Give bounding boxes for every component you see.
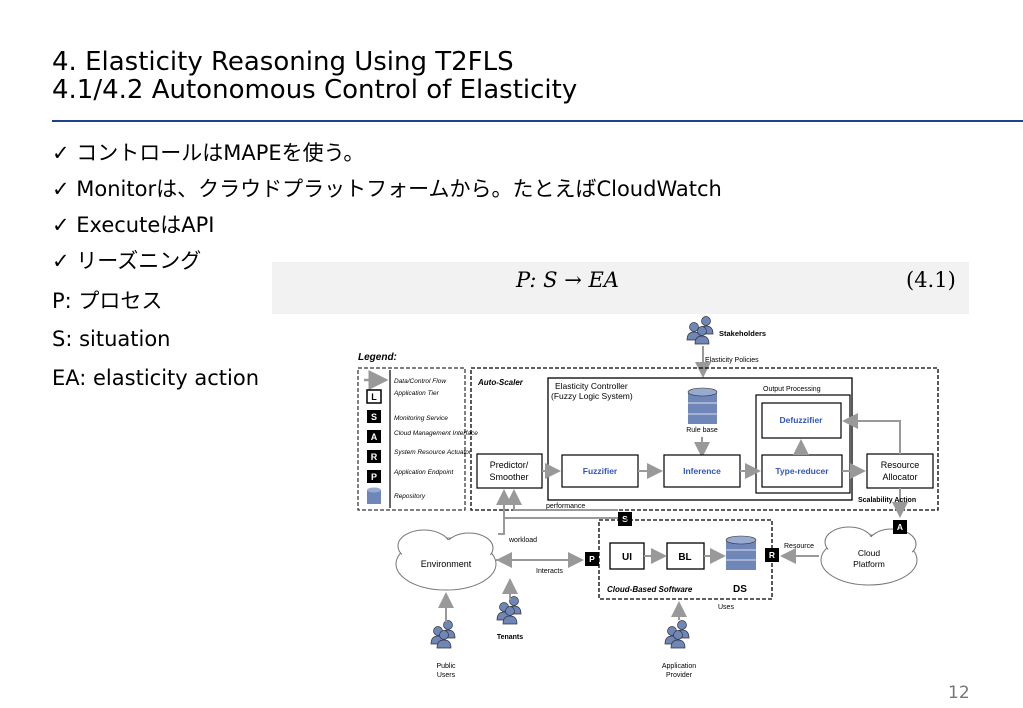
cloud-based-software-label: Cloud-Based Software xyxy=(607,585,693,594)
formula-number: (4.1) xyxy=(906,268,956,292)
public-label: Public xyxy=(436,663,456,670)
uses-label: Uses xyxy=(718,604,734,611)
auto-scaler-label: Auto-Scaler xyxy=(477,378,524,387)
resource-label: Resource xyxy=(881,460,920,470)
slide-title-line1: 4. Elasticity Reasoning Using T2FLS xyxy=(52,47,514,77)
cloud-management-interface-badge xyxy=(765,548,779,562)
tenants-icon xyxy=(496,596,522,625)
legend-item: System Resource Actuator xyxy=(394,449,472,456)
ds-repository-icon xyxy=(725,535,757,570)
platform-label: Platform xyxy=(853,559,885,569)
fuzzy-logic-label: (Fuzzy Logic System) xyxy=(551,391,633,401)
legend-item: Cloud Management Interface xyxy=(394,430,478,437)
monitoring-service-badge xyxy=(618,512,632,526)
legend-symbol-s: S xyxy=(371,412,377,422)
application-provider-icon xyxy=(664,620,690,649)
cloud-label: Cloud xyxy=(858,548,880,558)
badge-s-label: S xyxy=(622,514,628,524)
application-label: Application xyxy=(662,663,696,670)
legend-symbol-a: A xyxy=(371,432,378,442)
workload-label: workload xyxy=(508,537,537,544)
page-number: 12 xyxy=(948,683,970,703)
cloud-platform-cloud xyxy=(820,526,918,586)
ui-label: UI xyxy=(622,552,632,563)
smoother-label: Smoother xyxy=(489,472,528,482)
performance-label: performance xyxy=(546,503,585,510)
legend-symbol-l: L xyxy=(371,392,377,402)
legend-item: Data/Control Flow xyxy=(394,378,447,385)
application-endpoint-badge xyxy=(585,552,599,566)
inference-box xyxy=(663,454,741,488)
legend-box xyxy=(357,367,466,511)
auto-scaler-box xyxy=(470,367,939,511)
elasticity-policies-label: Elasticity Policies xyxy=(705,357,759,364)
bl-tier-box xyxy=(666,542,705,570)
provider-label: Provider xyxy=(666,672,693,679)
legend: Legend: L S A R P Data/Control Flow Appl… xyxy=(357,352,478,511)
legend-symbol-r: R xyxy=(371,452,378,462)
resource-flow-label: Resource xyxy=(784,543,814,550)
allocator-label: Allocator xyxy=(882,472,917,482)
slide-title-line2: 4.1/4.2 Autonomous Control of Elasticity xyxy=(52,75,578,105)
ds-label: DS xyxy=(733,584,747,595)
formula-box: P: S → EA (4.1) xyxy=(272,262,969,314)
fuzzifier-label: Fuzzifier xyxy=(583,466,618,476)
interacts-label: Interacts xyxy=(536,568,563,575)
bullet-item: ✓ コントロールはMAPEを使う。 xyxy=(52,141,365,165)
tenants-label: Tenants xyxy=(497,634,523,641)
bullet-item: ✓ リーズニング xyxy=(52,249,202,273)
rule-base-icon xyxy=(687,387,718,424)
legend-repository-icon xyxy=(367,487,381,504)
stakeholders-label: Stakeholders xyxy=(719,329,766,338)
users-label: Users xyxy=(437,672,456,679)
environment-cloud xyxy=(395,529,497,591)
public-users-icon xyxy=(430,620,456,649)
badge-r-label: R xyxy=(769,550,775,560)
type-reducer-label: Type-reducer xyxy=(775,466,829,476)
legend-symbol-p: P xyxy=(371,472,377,482)
fuzzifier-box xyxy=(561,454,639,488)
badge-p-label: P xyxy=(589,554,595,564)
elasticity-controller-label: Elasticity Controller xyxy=(555,381,628,391)
predictor-box xyxy=(476,453,543,489)
legend-item: Application Tier xyxy=(393,390,440,397)
stakeholders-icon xyxy=(686,316,714,345)
bullet-item: ✓ Monitorは、クラウドプラットフォームから。たとえばCloudWatch xyxy=(52,177,722,201)
ui-tier-box xyxy=(609,542,645,570)
scalability-action-label: Scalability Action xyxy=(858,497,916,504)
output-processing-box xyxy=(755,394,851,494)
legend-item: Repository xyxy=(394,493,426,500)
output-processing-label: Output Processing xyxy=(763,386,821,393)
bullet-item: ✓ ExecuteはAPI xyxy=(52,213,215,237)
environment-label: Environment xyxy=(421,559,472,569)
bullet-item: S: situation xyxy=(52,327,171,351)
elasticity-controller-box xyxy=(547,377,853,501)
legend-item: Application Endpoint xyxy=(393,469,454,476)
type-reducer-box xyxy=(761,454,843,488)
rule-base-label: Rule base xyxy=(686,427,718,434)
badge-a-label: A xyxy=(897,522,903,532)
formula-expression: P: S → EA xyxy=(516,268,619,292)
system-resource-actuator-badge xyxy=(893,520,907,534)
defuzzifier-label: Defuzzifier xyxy=(780,415,824,425)
inference-label: Inference xyxy=(683,466,721,476)
legend-title: Legend: xyxy=(358,352,397,363)
bullet-item: EA: elasticity action xyxy=(52,366,260,390)
predictor-label: Predictor/ xyxy=(490,460,529,470)
bl-label: BL xyxy=(678,552,691,563)
resource-allocator-box xyxy=(866,453,934,489)
elasticity-architecture-diagram: Legend: L S A R P Data/Control Flow Appl… xyxy=(357,316,939,679)
bullet-item: P: プロセス xyxy=(52,289,163,313)
title-underline xyxy=(52,120,1023,122)
legend-item: Monitoring Service xyxy=(394,415,448,422)
defuzzifier-box xyxy=(761,402,842,439)
